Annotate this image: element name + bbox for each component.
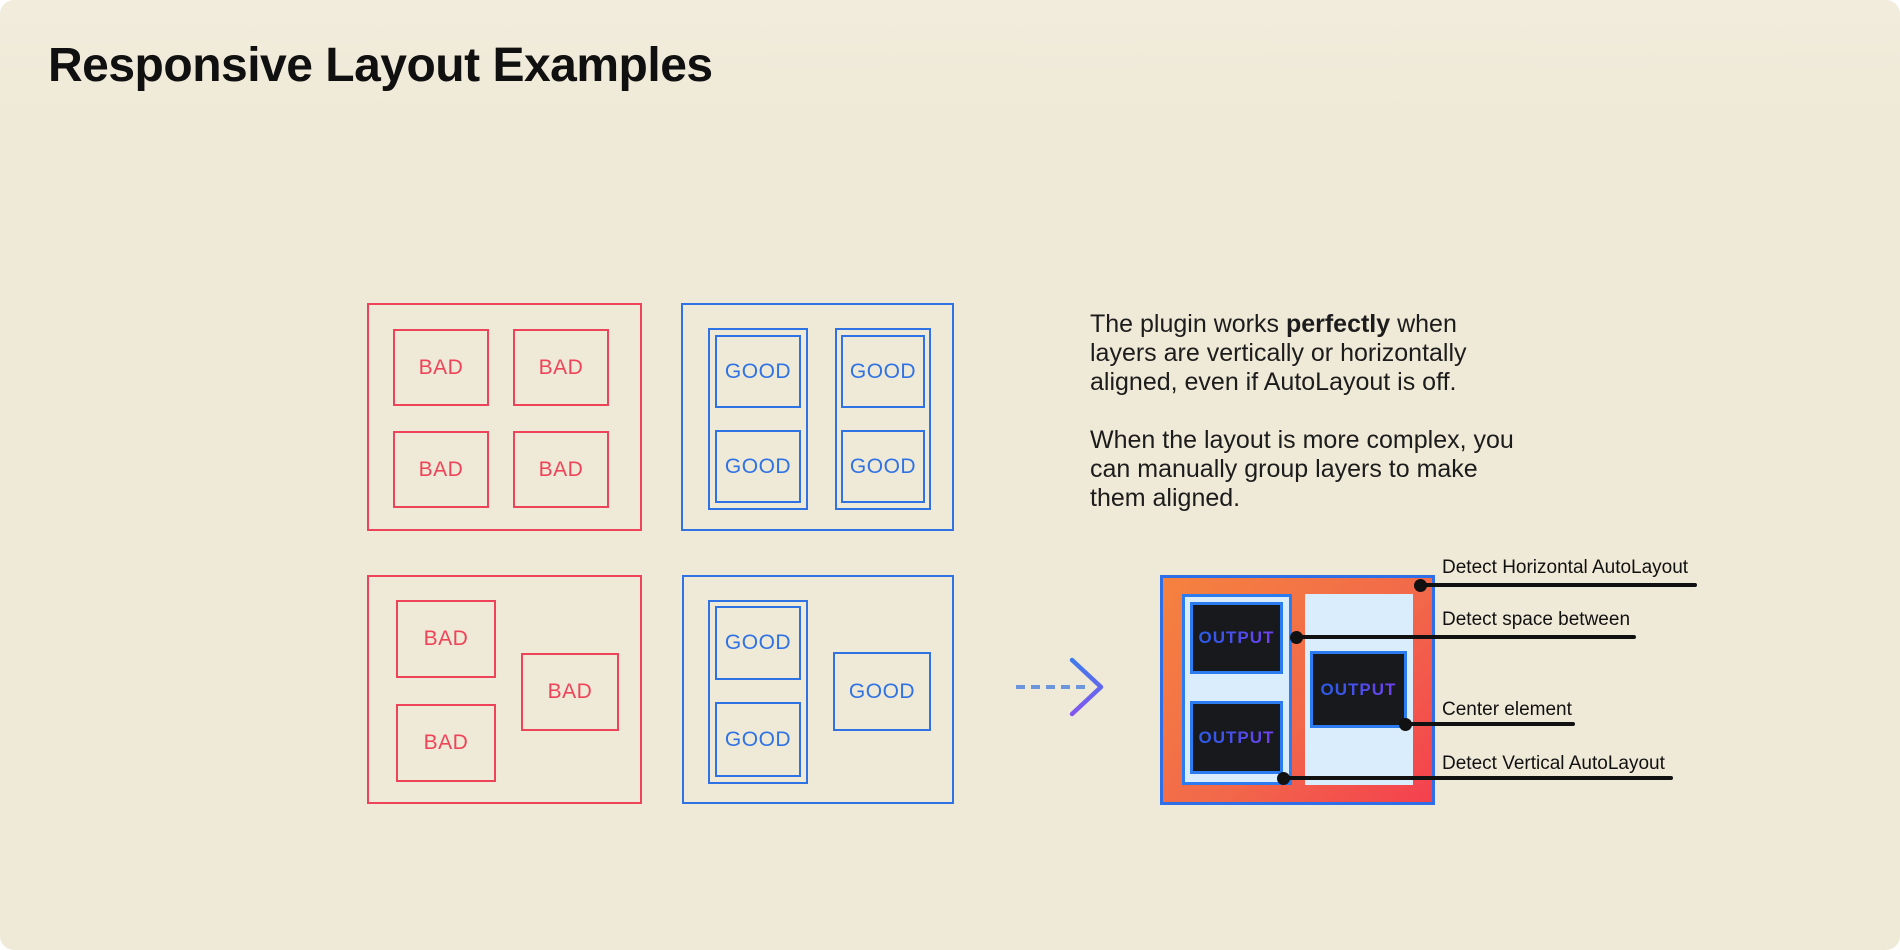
description-line: When the layout is more complex, you bbox=[1090, 426, 1514, 454]
good-box: GOOD bbox=[833, 652, 931, 731]
annotation-line bbox=[1405, 722, 1575, 726]
annotation-dot bbox=[1399, 718, 1412, 731]
bad-box: BAD bbox=[393, 329, 489, 406]
annotation-label: Detect Vertical AutoLayout bbox=[1442, 753, 1665, 774]
good-box: GOOD bbox=[841, 335, 925, 408]
bad-aligned-group: BAD BAD BAD BAD bbox=[367, 303, 642, 531]
vertical-autolayout-frame: OUTPUT OUTPUT bbox=[1182, 594, 1292, 785]
good-aligned-group: GOOD GOOD GOOD GOOD bbox=[681, 303, 954, 531]
good-box: GOOD bbox=[841, 430, 925, 503]
annotation-line bbox=[1420, 583, 1697, 587]
annotation-label: Detect Horizontal AutoLayout bbox=[1442, 557, 1689, 578]
good-box: GOOD bbox=[715, 335, 801, 408]
bad-misaligned-group: BAD BAD BAD bbox=[367, 575, 642, 804]
bad-box: BAD bbox=[396, 704, 496, 782]
good-box: GOOD bbox=[715, 430, 801, 503]
paragraph-gap bbox=[1090, 397, 1560, 426]
bad-box: BAD bbox=[393, 431, 489, 508]
dashed-arrow-right-icon bbox=[1016, 657, 1104, 717]
bad-box: BAD bbox=[396, 600, 496, 678]
good-box: GOOD bbox=[715, 606, 801, 680]
annotation-label: Center element bbox=[1442, 699, 1572, 720]
output-label: OUTPUT bbox=[1198, 727, 1275, 747]
annotation-line bbox=[1296, 635, 1636, 639]
description-line: can manually group layers to make bbox=[1090, 455, 1478, 483]
output-box-centered: OUTPUT bbox=[1310, 651, 1407, 728]
good-column-frame: GOOD GOOD bbox=[835, 328, 931, 510]
annotation-line bbox=[1283, 776, 1673, 780]
output-box: OUTPUT bbox=[1190, 701, 1283, 774]
bad-box: BAD bbox=[513, 431, 609, 508]
description-line: The plugin works perfectly when bbox=[1090, 310, 1457, 338]
output-label: OUTPUT bbox=[1198, 628, 1275, 647]
bad-box: BAD bbox=[513, 329, 609, 406]
bad-box: BAD bbox=[521, 653, 619, 731]
annotation-dot bbox=[1414, 579, 1427, 592]
description-line: them aligned. bbox=[1090, 484, 1241, 512]
good-misaligned-group: GOOD GOOD GOOD bbox=[682, 575, 954, 804]
description-line: aligned, even if AutoLayout is off. bbox=[1090, 368, 1457, 396]
good-box: GOOD bbox=[715, 702, 801, 777]
page-title: Responsive Layout Examples bbox=[48, 39, 713, 92]
annotation-label: Detect space between bbox=[1442, 609, 1631, 630]
good-column-frame: GOOD GOOD bbox=[708, 328, 808, 510]
annotation-dot bbox=[1290, 631, 1303, 644]
good-column-frame: GOOD GOOD bbox=[708, 600, 808, 784]
output-frame: OUTPUT OUTPUT OUTPUT bbox=[1160, 575, 1435, 805]
description-line: layers are vertically or horizontally bbox=[1090, 339, 1467, 367]
output-box: OUTPUT bbox=[1190, 602, 1283, 674]
output-label: OUTPUT bbox=[1320, 679, 1397, 699]
description-text: The plugin works perfectly when layers a… bbox=[1090, 310, 1560, 513]
annotation-dot bbox=[1277, 772, 1290, 785]
